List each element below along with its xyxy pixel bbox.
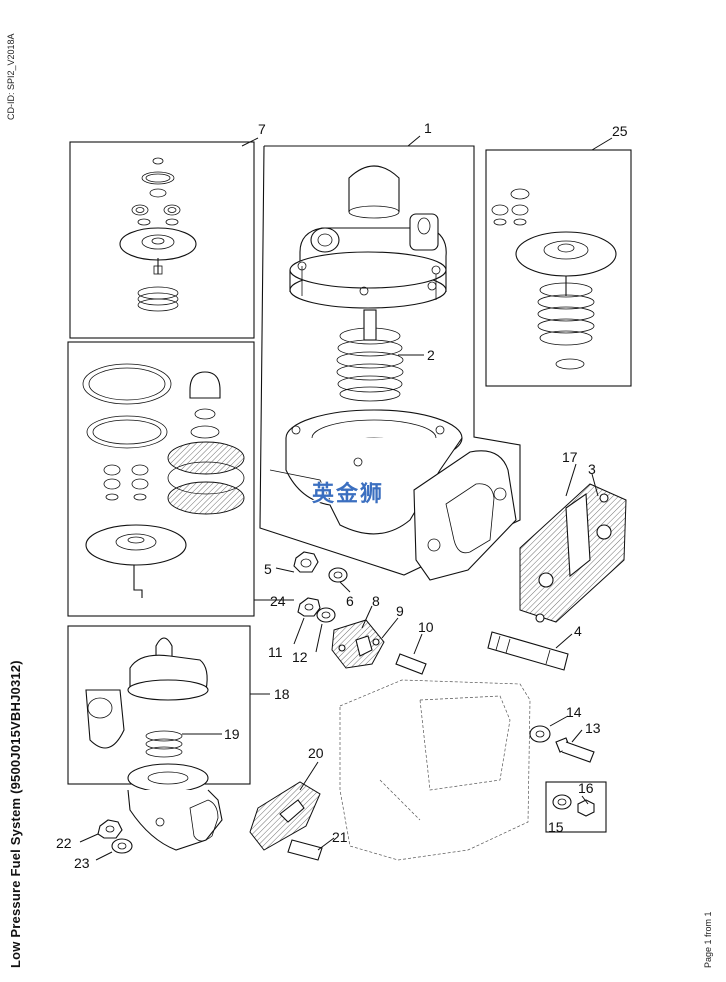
nut-5 — [293, 551, 319, 573]
callout-1: 1 — [424, 120, 432, 136]
nut-11 — [297, 597, 321, 617]
callout-25: 25 — [612, 123, 628, 139]
callout-6: 6 — [346, 593, 354, 609]
panel-kit-24 — [67, 341, 255, 617]
stud-10 — [395, 653, 427, 675]
stud-21 — [287, 839, 323, 861]
callout-21: 21 — [332, 829, 348, 845]
gasket-9 — [331, 619, 385, 669]
callout-19: 19 — [224, 726, 240, 742]
callout-5: 5 — [264, 561, 272, 577]
panel-kit-25 — [485, 149, 632, 387]
washer-6 — [328, 567, 348, 583]
callout-13: 13 — [585, 720, 601, 736]
gasket-20 — [249, 781, 321, 851]
callout-15: 15 — [548, 819, 564, 835]
callout-10: 10 — [418, 619, 434, 635]
washer-12 — [316, 607, 336, 623]
stud-4 — [487, 631, 569, 671]
callout-labels: 7 1 25 2 17 3 4 5 6 8 9 10 24 11 12 18 1… — [56, 120, 628, 871]
callout-3: 3 — [588, 461, 596, 477]
callout-8: 8 — [372, 593, 380, 609]
callout-17: 17 — [562, 449, 578, 465]
watermark-text: 英金狮 — [312, 482, 385, 507]
callout-4: 4 — [574, 623, 582, 639]
main-pump-assembly-1 — [259, 145, 521, 581]
callout-22: 22 — [56, 835, 72, 851]
callout-11: 11 — [268, 644, 283, 660]
callout-9: 9 — [396, 603, 404, 619]
washer-14 — [529, 725, 551, 743]
washer-23 — [111, 838, 133, 854]
spring-2 — [336, 309, 404, 402]
callout-20: 20 — [308, 745, 324, 761]
callout-24: 24 — [270, 593, 286, 609]
callout-2: 2 — [427, 347, 435, 363]
gasket-17 — [519, 483, 627, 623]
callout-16: 16 — [578, 780, 594, 796]
leader-lines — [79, 135, 613, 861]
panel-kit-7 — [69, 141, 255, 339]
callout-18: 18 — [274, 686, 290, 702]
callout-12: 12 — [292, 649, 308, 665]
inset-15-16 — [545, 781, 607, 833]
bolt-13 — [555, 737, 595, 763]
panel-assembly-18 — [67, 625, 251, 793]
engine-block-outline — [339, 679, 531, 861]
pump-body-18-lower — [127, 789, 223, 851]
callout-14: 14 — [566, 704, 582, 720]
callout-23: 23 — [74, 855, 90, 871]
callout-7: 7 — [258, 121, 266, 137]
nut-22 — [97, 819, 123, 839]
